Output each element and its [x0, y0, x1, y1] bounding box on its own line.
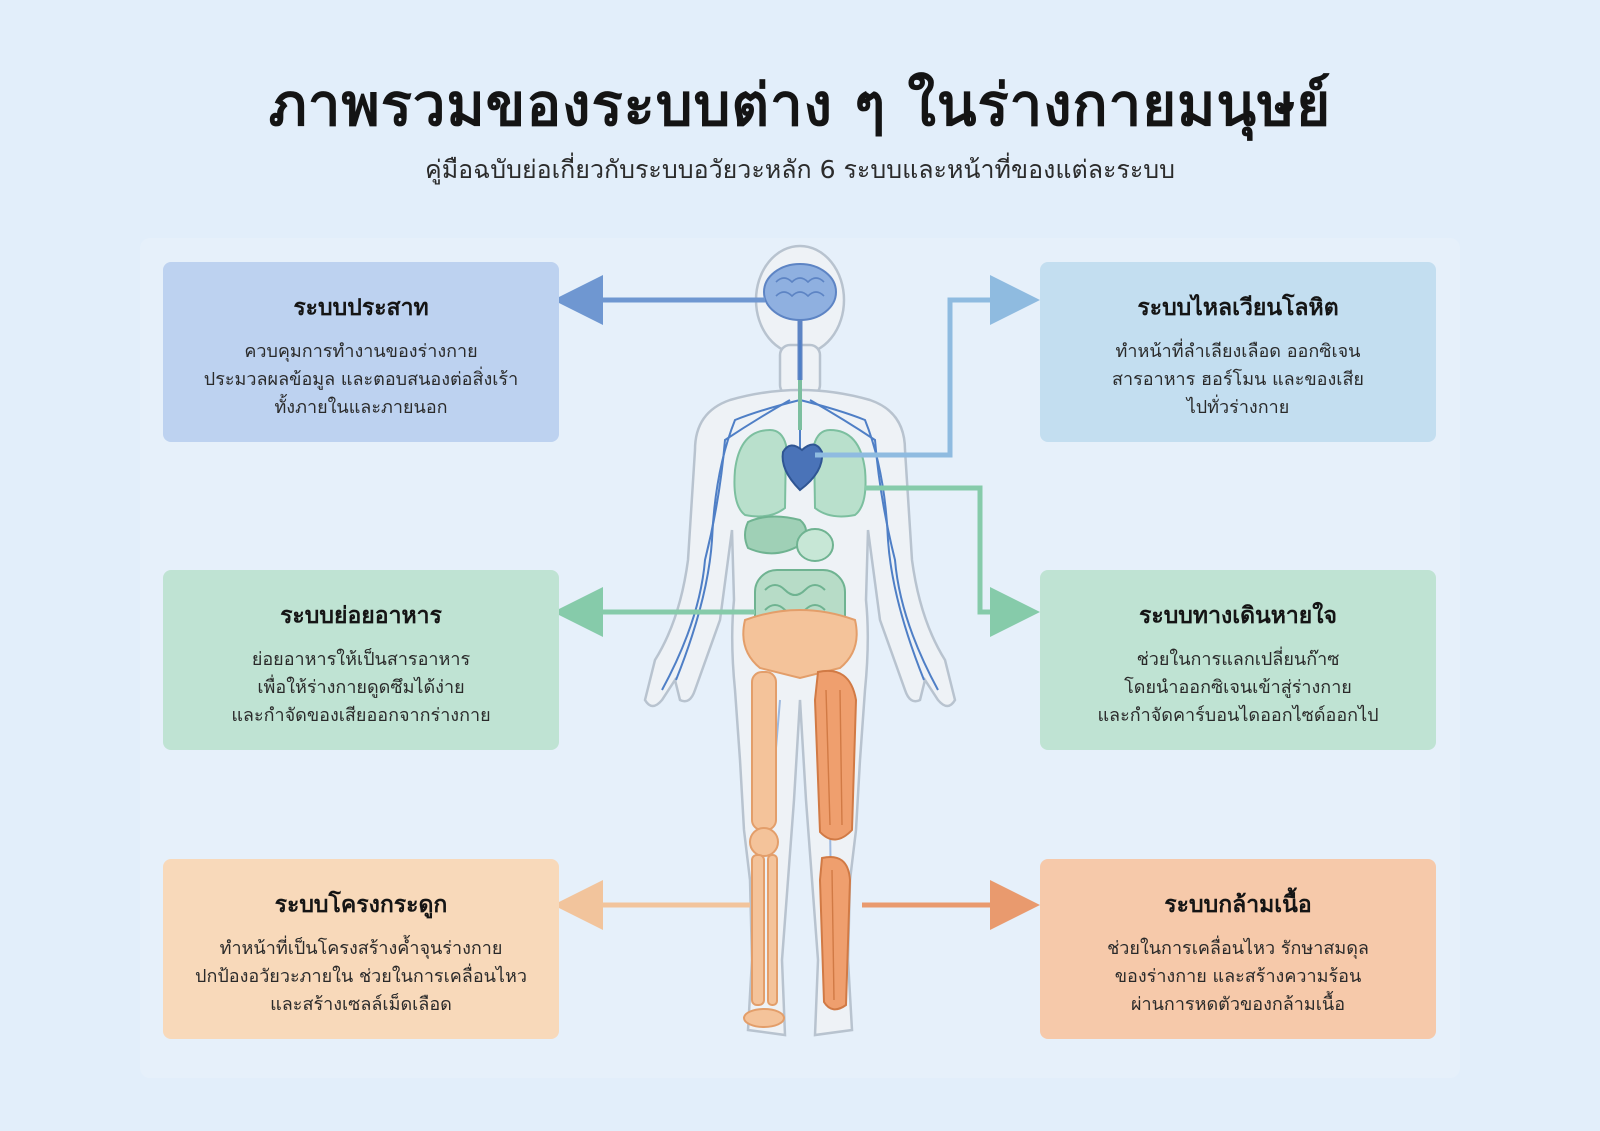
skeletal-system-box: ระบบโครงกระดูก ทำหน้าที่เป็นโครงสร้างค้ำ…	[163, 859, 559, 1039]
page-subtitle: คู่มือฉบับย่อเกี่ยวกับระบบอวัยวะหลัก 6 ร…	[424, 155, 1176, 184]
respiratory-system-box: ระบบทางเดินหายใจ ช่วยในการแลกเปลี่ยนก๊าซ…	[1040, 570, 1436, 750]
skeletal-system-name: ระบบโครงกระดูก	[274, 892, 448, 918]
heart-icon	[781, 443, 824, 492]
respiratory-system-description: ช่วยในการแลกเปลี่ยนก๊าซ โดยนำออกซิเจนเข้…	[1097, 649, 1379, 726]
muscle-leg-icon	[813, 669, 858, 1011]
digestive-system-name: ระบบย่อยอาหาร	[280, 603, 442, 629]
lungs-icon	[733, 380, 867, 518]
skeleton-leg-icon	[743, 671, 785, 1028]
page-title: ภาพรวมของระบบต่าง ๆ ในร่างกายมนุษย์	[268, 71, 1332, 139]
respiratory-system-name: ระบบทางเดินหายใจ	[1139, 603, 1337, 629]
digestive-system-box: ระบบย่อยอาหาร ย่อยอาหารให้เป็นสารอาหาร เ…	[163, 570, 559, 750]
muscular-system-name: ระบบกล้ามเนื้อ	[1164, 892, 1312, 918]
muscular-system-box: ระบบกล้ามเนื้อ ช่วยในการเคลื่อนไหว รักษา…	[1040, 859, 1436, 1039]
pelvis-icon	[742, 609, 858, 680]
circulatory-system-box: ระบบไหลเวียนโลหิต ทำหน้าที่ลำเลียงเลือด …	[1040, 262, 1436, 442]
nervous-system-description: ควบคุมการทำงานของร่างกาย ประมวลผลข้อมูล …	[203, 341, 519, 418]
circulatory-system-description: ทำหน้าที่ลำเลียงเลือด ออกซิเจน สารอาหาร …	[1112, 341, 1364, 418]
nervous-system-name: ระบบประสาท	[293, 295, 429, 321]
nervous-system-box: ระบบประสาท ควบคุมการทำงานของร่างกาย ประม…	[163, 262, 559, 442]
circulatory-arrow	[815, 275, 1040, 458]
brain-icon	[763, 263, 837, 380]
circulatory-system-name: ระบบไหลเวียนโลหิต	[1137, 295, 1339, 321]
respiratory-arrow	[865, 485, 1040, 637]
connector-arrows	[553, 275, 1040, 930]
skeletal-system-description: ทำหน้าที่เป็นโครงสร้างค้ำจุนร่างกาย ปกป้…	[195, 938, 527, 1015]
muscular-system-description: ช่วยในการเคลื่อนไหว รักษาสมดุล ของร่างกา…	[1107, 938, 1369, 1015]
digestive-system-description: ย่อยอาหารให้เป็นสารอาหาร เพื่อให้ร่างกาย…	[231, 649, 491, 726]
